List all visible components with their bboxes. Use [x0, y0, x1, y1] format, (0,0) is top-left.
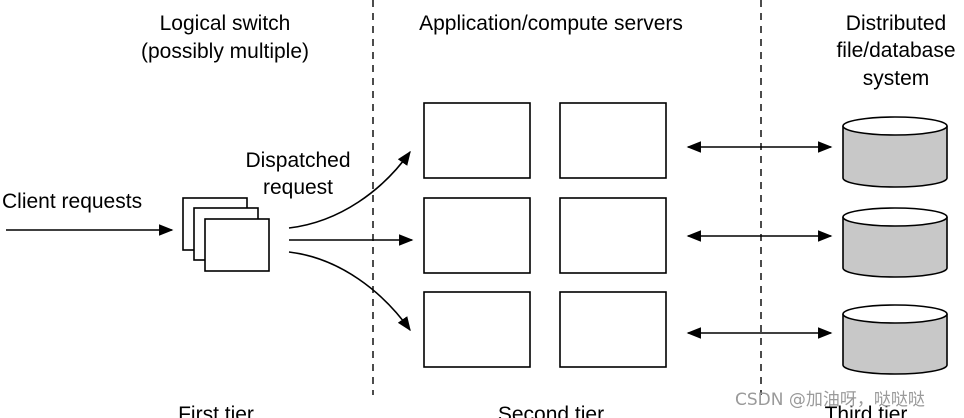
client-requests-label: Client requests	[2, 190, 142, 213]
third-tier-label: Third tier	[825, 403, 908, 418]
first-tier-label: First tier	[178, 403, 254, 418]
logical-switch-subheader: (possibly multiple)	[141, 40, 309, 63]
database-icon	[842, 116, 948, 188]
watermark: CSDN @加油呀，哒哒哒	[735, 390, 925, 410]
database-icon	[842, 207, 948, 278]
database-icon	[842, 304, 948, 375]
dispatch-arrow-bottom	[288, 251, 411, 332]
dispatch-arrow-top	[288, 150, 411, 229]
server-box	[423, 291, 531, 368]
server-box	[559, 197, 667, 274]
logical-switch-icon	[182, 197, 270, 272]
server-grid	[423, 102, 667, 368]
distributed-header-line1: Distributed	[846, 12, 946, 35]
dispatched-label-line2: request	[263, 176, 333, 199]
server-box	[423, 197, 531, 274]
distributed-header-line2: file/database	[836, 39, 955, 62]
second-tier-label: Second tier	[498, 403, 604, 418]
dispatched-label-line1: Dispatched	[245, 149, 350, 172]
server-box	[559, 291, 667, 368]
servers-header: Application/compute servers	[419, 12, 683, 35]
server-box	[423, 102, 531, 179]
server-box	[559, 102, 667, 179]
logical-switch-header: Logical switch	[160, 12, 291, 35]
distributed-header-line3: system	[863, 67, 930, 90]
